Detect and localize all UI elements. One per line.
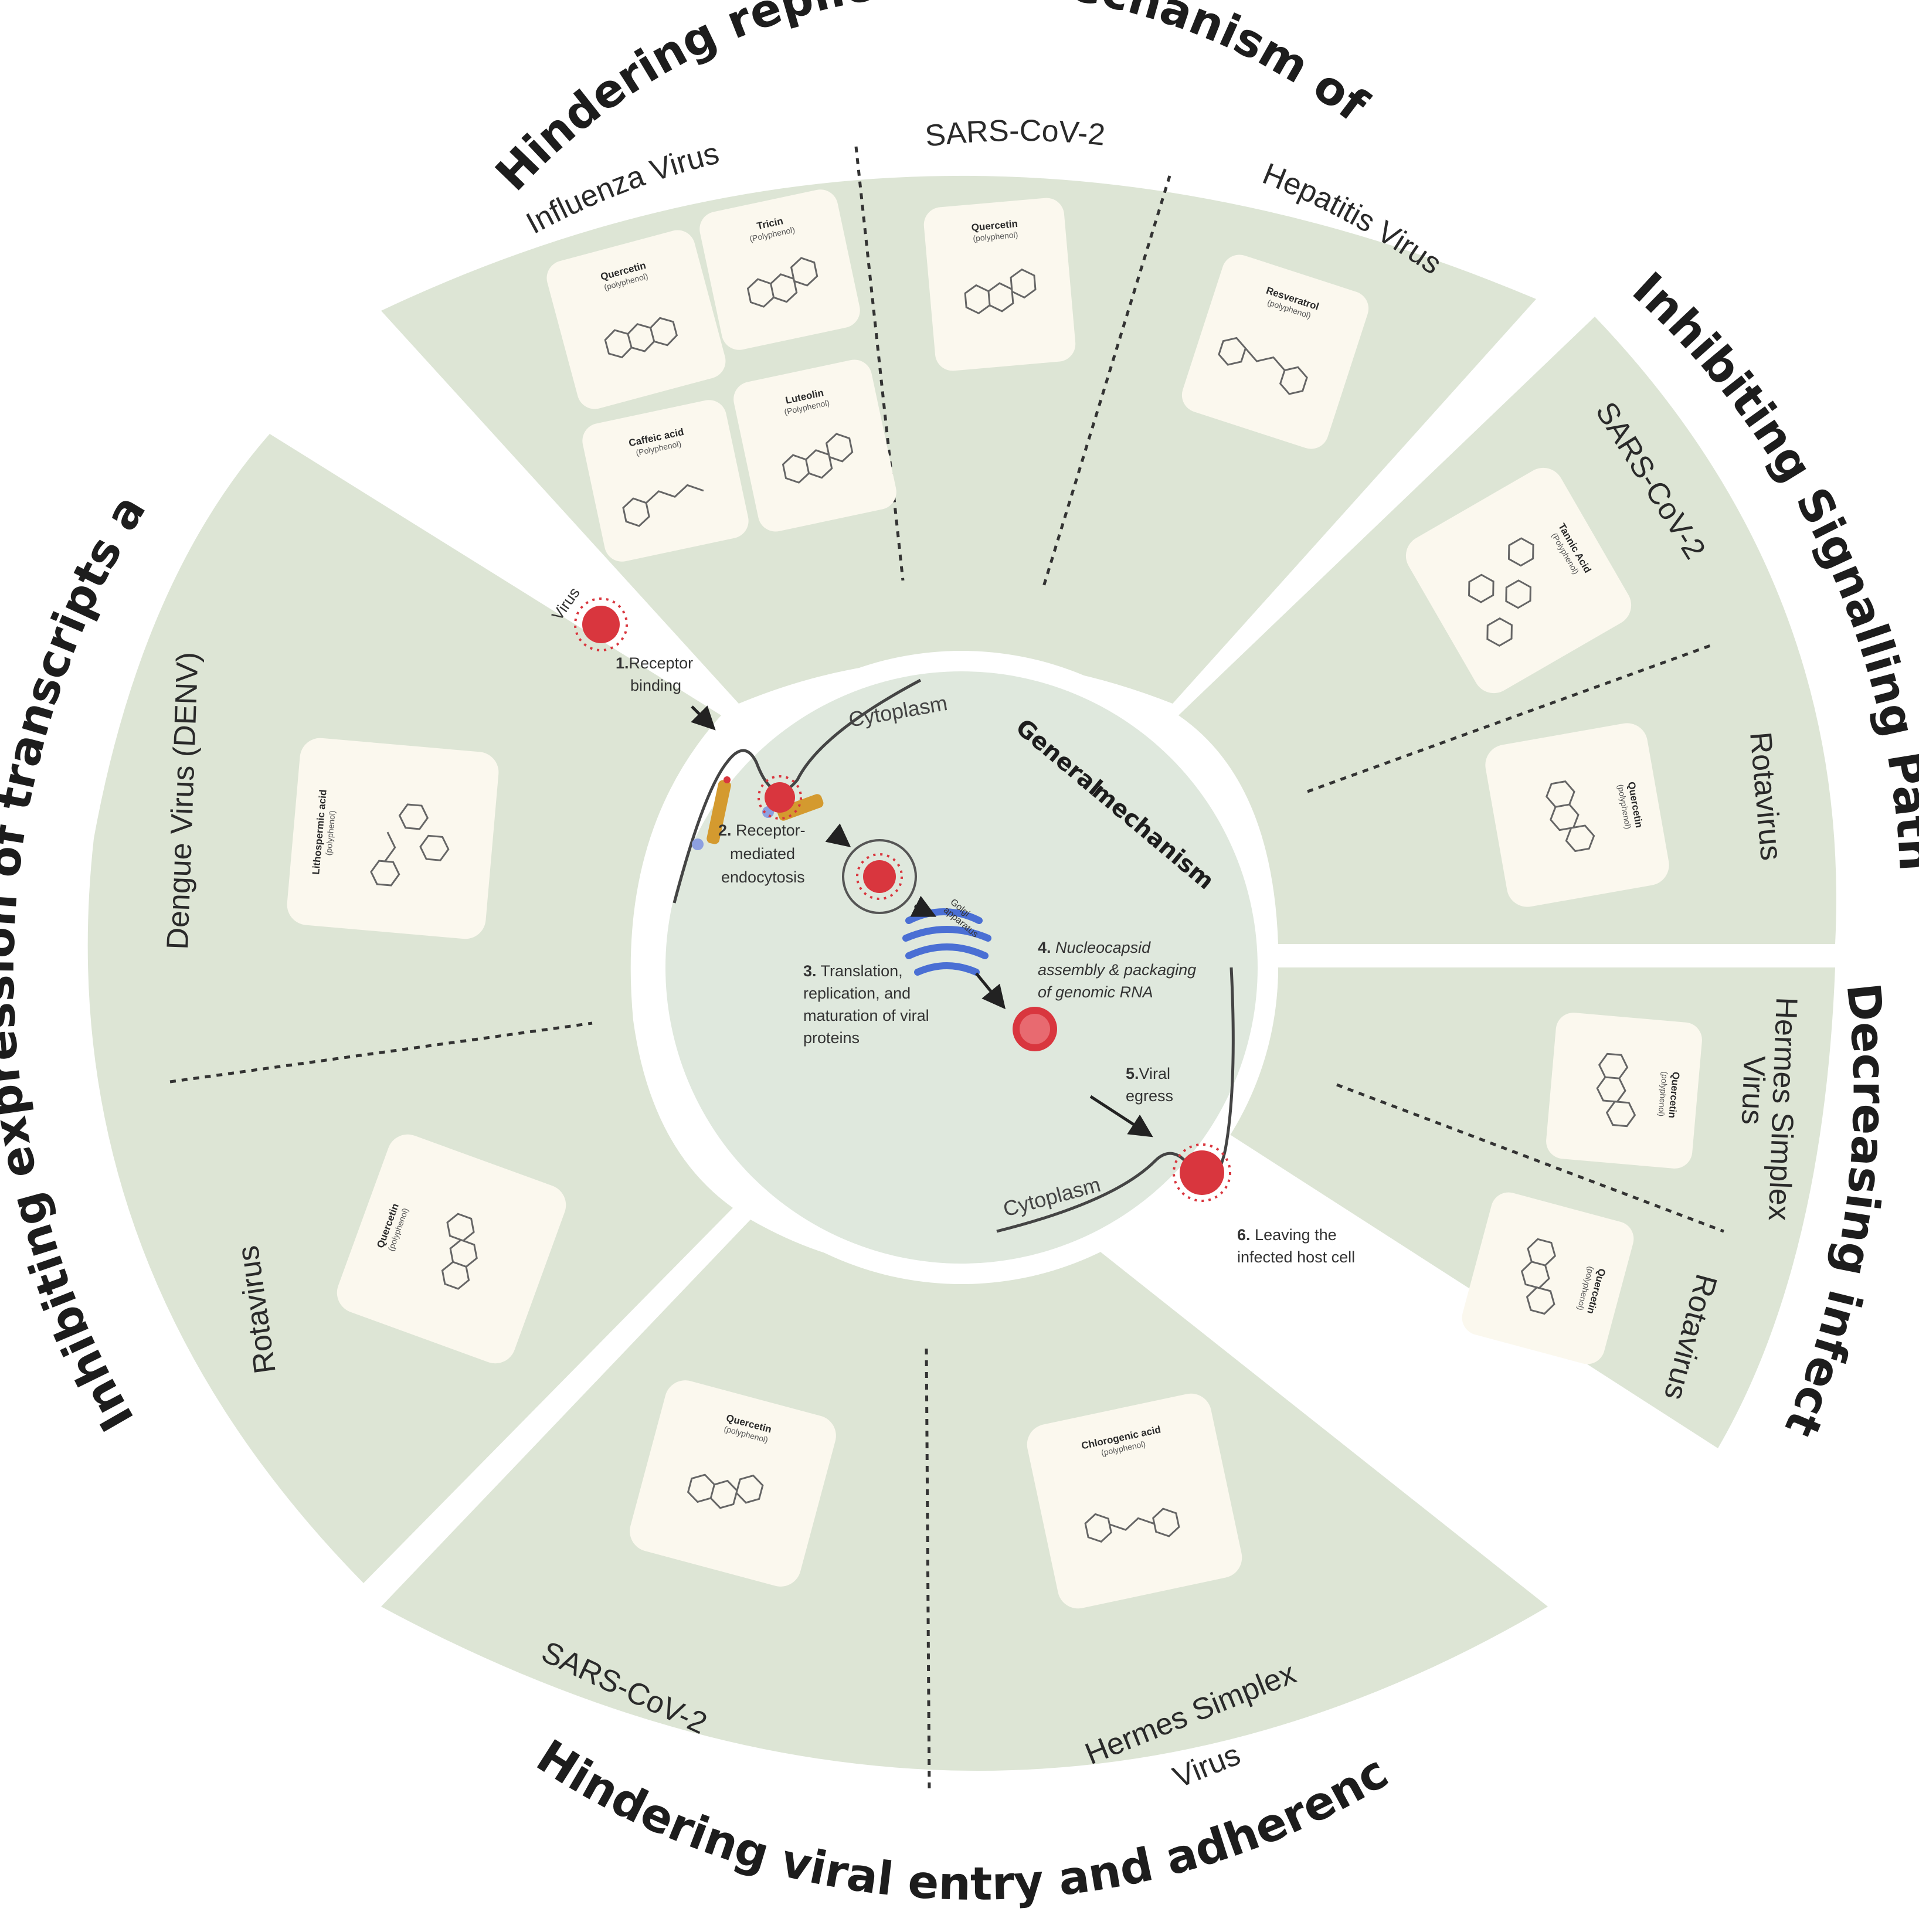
svg-text:5.Viral: 5.Viral (1126, 1065, 1170, 1082)
sector-expression (87, 434, 733, 1583)
dashed-dividers (169, 146, 1724, 1795)
svg-text:3. Translation,: 3. Translation, (803, 962, 903, 980)
step-3-label: 3. Translation, replication, and maturat… (803, 962, 929, 1047)
virus-label-hermes-infection-2: Virus (1735, 1055, 1771, 1125)
nucleocapsid-icon (1013, 1007, 1057, 1051)
virus-text-label: Virus (548, 584, 583, 623)
svg-text:of genomic RNA: of genomic RNA (1038, 983, 1153, 1001)
svg-text:replication, and: replication, and (803, 984, 911, 1002)
receptor-cluster (692, 776, 824, 850)
compound-card-resveratrol: Resveratrol (polyphenol) (1181, 254, 1369, 449)
svg-text:mediated: mediated (730, 845, 795, 863)
endosome-icon (842, 839, 917, 914)
svg-text:binding: binding (630, 677, 681, 694)
compound-card-quercetin-sars-top: Quercetin (polyphenol) (923, 198, 1076, 371)
compound-card-quercetin-infection-2: Quercetin (polyphenol) (1462, 1192, 1634, 1364)
virus-label-sars-top: SARS-CoV-2 (923, 114, 1106, 154)
svg-text:proteins: proteins (803, 1029, 860, 1047)
virus-icon-egress (1173, 1143, 1231, 1202)
compound-card-quercetin-entry: Quercetin (polyphenol) (630, 1380, 836, 1587)
step-4-label: 4. Nucleocapsid assembly & packaging of … (1038, 939, 1196, 1001)
step-6-label: 6. Leaving the infected host cell (1237, 1226, 1355, 1266)
svg-text:endocytosis: endocytosis (721, 868, 805, 886)
svg-text:4. Nucleocapsid: 4. Nucleocapsid (1038, 939, 1151, 956)
mechanism-arrows (691, 705, 1153, 1138)
compound-card-lithospermic-acid: Lithospermic acid (polyphenol) (287, 738, 499, 939)
svg-text:infected host cell: infected host cell (1237, 1248, 1355, 1266)
compound-card-tannic-acid: Tannic Acid (Polyphenol) (1405, 467, 1632, 694)
svg-text:(polyphenol): (polyphenol) (973, 230, 1018, 243)
golgi-apparatus-icon (902, 908, 991, 976)
compound-card-quercetin-signalling: Quercetin (polyphenol) (1485, 723, 1669, 907)
svg-text:(polyphenol): (polyphenol) (1656, 1071, 1670, 1117)
svg-text:(polyphenol): (polyphenol) (324, 810, 337, 856)
step-2-label: 2. Receptor- mediated endocytosis (718, 821, 806, 886)
compound-card-quercetin-expression: Quercetin (polyphenol) (337, 1134, 566, 1364)
compound-card-quercetin-influenza: Quercetin (polyphenol) (546, 230, 726, 409)
step-5-label: 5.Viral egress (1126, 1065, 1173, 1105)
step-1-label: 1.Receptor binding (616, 654, 693, 694)
svg-text:maturation of viral: maturation of viral (803, 1007, 929, 1024)
svg-text:assembly & packaging: assembly & packaging (1038, 961, 1196, 979)
svg-text:egress: egress (1126, 1087, 1173, 1105)
compound-card-tricin: Tricin (Polyphenol) (699, 189, 860, 350)
svg-text:2. Receptor-: 2. Receptor- (718, 821, 806, 839)
sector-entry (381, 1220, 1548, 1771)
compound-card-quercetin-infection-1: Quercetin (polyphenol) (1546, 1013, 1702, 1169)
virus-icon-binding (758, 775, 802, 820)
compound-card-chlorogenic-acid: Chlorogenic acid (polyphenol) (1027, 1393, 1242, 1609)
svg-text:6. Leaving the: 6. Leaving the (1237, 1226, 1337, 1244)
cell-membrane-top (673, 678, 922, 904)
svg-text:1.Receptor: 1.Receptor (616, 654, 693, 672)
virus-label-hermes-infection: Hermes Simplex (1762, 997, 1803, 1221)
virus-icon-outside (574, 597, 628, 651)
compound-card-luteolin: Luteolin (Polyphenol) (733, 359, 896, 532)
compound-card-caffeic-acid: Caffeic acid (Polyphenol) (582, 400, 749, 562)
